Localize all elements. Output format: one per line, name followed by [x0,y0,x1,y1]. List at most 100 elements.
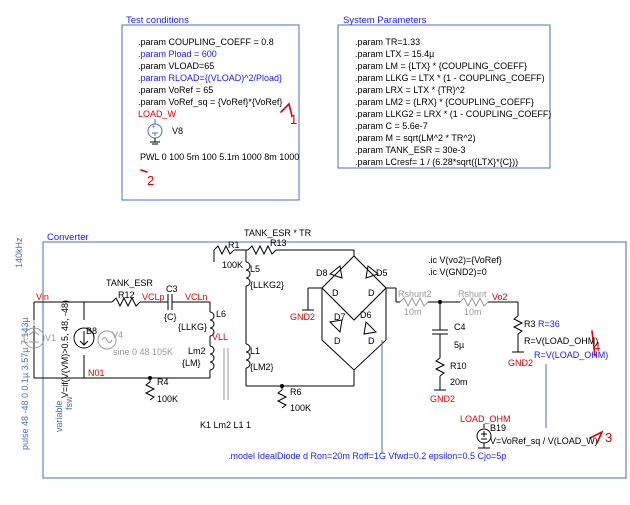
sp-line-5: .param LRX = LTX * {TR}^2 [355,85,465,95]
converter-frame [42,241,627,479]
d6-diode[interactable]: D6 D [360,310,378,346]
converter-title: Converter [47,232,89,243]
annotation-1-label: 1 [290,112,297,127]
net-vclp: VCLp [142,292,165,302]
l1-value: {LM2} [250,362,274,372]
d5-diode[interactable]: D5 D [365,265,388,298]
d7-model: D [334,336,341,346]
c3-label: C3 [166,284,178,294]
sp-line-6: .param LM2 = {LRX} * {COUPLING_COEFF} [355,97,534,107]
tc-line-3: .param VLOAD=65 [138,61,214,71]
d8-model: D [332,288,339,298]
tank-esr-tr-label: TANK_ESR * TR [244,228,312,238]
load-w-label: LOAD_W [138,109,177,119]
v8-name: V8 [172,126,183,136]
d7-diode[interactable]: D7 D [328,312,346,346]
r3-resistor[interactable]: R3 R=36 R=V(LOAD_OHM) R=V(LOAD_OHM) [512,315,608,360]
fsw-label: fsw [64,396,74,410]
l1-inductor[interactable]: L1 {LM2} [245,343,274,372]
c3-capacitor[interactable]: C3 {C} [164,284,178,322]
diode-bridge-top [321,255,387,321]
r6-label: R6 [290,387,302,397]
c3-value: {C} [164,312,177,322]
r10-label: R10 [450,361,467,371]
r3-label: R3 [524,319,536,329]
r6-resistor[interactable]: R6 100K [276,387,311,413]
r3-expression: R=V(LOAD_OHM) [524,336,598,346]
r12-resistor[interactable] [111,296,141,308]
ic-line-1: .ic V(vo2)={VoRef} [428,255,502,265]
ic-line-2: .ic V(GND2)=0 [428,267,487,277]
d5-model: D [368,288,375,298]
lm2-inductor[interactable]: Lm2 {LM} [182,345,215,371]
annotation-4: 4 [591,330,600,357]
r3-value: R=36 [538,319,560,329]
test-conditions-panel: Test conditions .param COUPLING_COEFF = … [121,15,300,201]
r13-resistor[interactable]: R13 [247,238,287,256]
v4-source[interactable]: V4 sine 0 48 105K [97,330,173,357]
r3-expression-2: R=V(LOAD_OHM) [534,350,608,360]
l6-value: {LLKG} [178,322,207,332]
b8-label: B8 [86,326,97,336]
l6-label: L6 [216,309,226,319]
sp-line-8: .param C = 5.6e-7 [355,121,428,131]
l5-inductor[interactable]: L5 {LLKG2} [245,261,284,290]
net-gnd2-r3: GND2 [508,358,533,368]
l5-label: L5 [250,264,260,274]
annotation-2: 2 [140,169,154,188]
test-conditions-title: Test conditions [126,15,189,26]
v4-label: V4 [112,330,123,340]
d6-model: D [368,336,375,346]
net-vcln: VCLn [185,292,208,302]
tc-line-4: .param RLOAD={(VLOAD)^2/Pload} [138,73,282,83]
d5-label: D5 [376,268,388,278]
variable-label: variable [54,400,64,432]
diode-bridge-bottom [321,288,387,371]
net-vo2: Vo2 [492,292,508,302]
b19-source[interactable]: B19 V=VoRef_sq / V(LOAD_W) [476,423,598,449]
lm2-label: Lm2 [188,346,206,356]
sp-line-2: .param LTX = 15.4µ [355,49,434,59]
r10-value: 20m [450,377,468,387]
tank-esr-label: TANK_ESR [106,278,153,288]
d7-label: D7 [334,312,346,322]
l5-value: {LLKG2} [250,280,284,290]
r4-value: 100K [157,394,178,404]
system-parameters-panel: System Parameters .param TR=1.33 .param … [337,15,551,169]
rshunt-resistor[interactable]: Rshunt 10m [458,289,489,317]
net-gnd2-bridge: GND2 [290,312,315,322]
c4-capacitor[interactable]: C4 5µ [432,322,466,350]
c4-value: 5µ [454,340,464,350]
rshunt2-label: Rshunt2 [398,289,432,299]
d8-diode[interactable]: D8 D [316,265,343,298]
v8-source[interactable]: + [147,119,163,145]
input-wiring [33,301,151,382]
tc-line-1: .param COUPLING_COEFF = 0.8 [138,37,274,47]
v1-source[interactable]: V1 [23,320,56,349]
b19-label: B19 [490,423,506,433]
r1-label: R1 [228,240,240,250]
r1-resistor[interactable]: R1 100K [213,240,243,270]
pulse-text: pulse 48 -48 0 0.1µ 3.57µ 7.143µ [20,317,30,450]
lm2-value: {LM} [182,358,201,368]
freq-label: 140kHz [14,237,24,268]
l6-inductor[interactable]: L6 {LLKG} [178,309,226,337]
pwl-text: PWL 0 100 5m 100 5.1m 1000 8m 1000 [140,152,299,162]
r10-resistor[interactable]: R10 20m [434,357,468,387]
sp-line-3: .param LM = {LTX} * {COUPLING_COEFF} [355,61,527,71]
rshunt2-resistor[interactable]: Rshunt2 10m [398,289,432,317]
system-parameters-frame [337,24,551,169]
r4-label: R4 [157,377,169,387]
svg-text:+: + [152,124,156,131]
l1-label: L1 [250,346,260,356]
b8-source[interactable]: B8 [73,326,97,349]
rshunt-label: Rshunt [458,289,487,299]
sp-line-4: .param LLKG = LTX * (1 - COUPLING_COEFF) [355,73,545,83]
tc-line-2: .param Pload = 600 [138,49,217,59]
net-vin: Vin [36,292,49,302]
annotation-3: 3 [589,430,612,445]
net-vll: VLL [212,332,228,342]
r4-resistor[interactable]: R4 100K [144,377,178,404]
